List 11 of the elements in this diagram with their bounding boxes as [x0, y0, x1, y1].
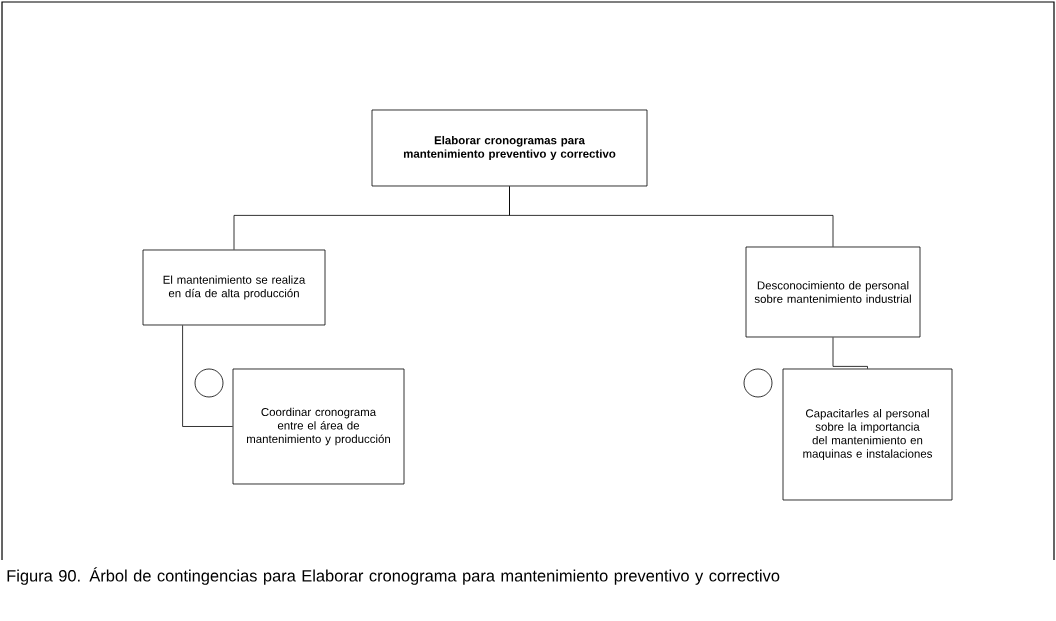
cause-box: Desconocimiento de personal sobre mantenimiento industrial: [745, 246, 921, 338]
caption: Figura 90. Árbol de contingencias para Elaborar cronograma para mantenimiento preventivo y correctivo: [7, 567, 780, 585]
connector-line: [509, 186, 834, 247]
cause-box: Coordinar cronograma entre el área de mantenimiento y producción: [232, 368, 405, 485]
circle-symbol: [194, 368, 224, 398]
connector-line: [832, 337, 868, 369]
connector-line: [182, 325, 233, 427]
root-box: Elaborar cronogramas para mantenimiento preventivo y correctivo: [371, 109, 648, 187]
cause-box: Capacitarles al personal sobre la importancia del mantenimiento en maquinas e instalaciones: [782, 368, 953, 501]
circle-symbol: [743, 368, 773, 398]
cause-box: El mantenimiento se realiza en día de alta producción: [142, 249, 326, 326]
